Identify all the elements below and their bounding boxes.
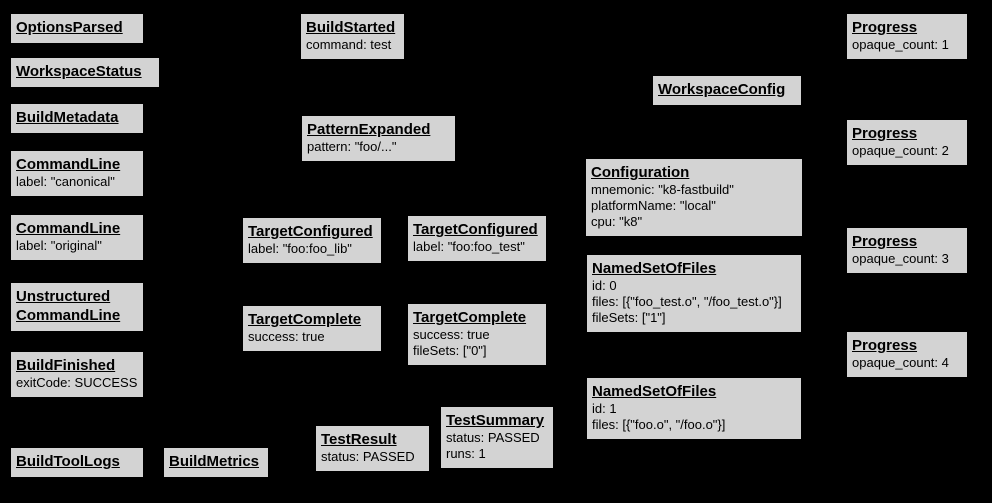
node-field: command: test [306,37,392,52]
node-title: CommandLine [16,307,121,324]
node-field: fileSets: ["0"] [413,343,487,358]
node-title: Progress [852,125,918,142]
node-title: TargetComplete [413,309,527,326]
node-title: BuildFinished [16,357,116,374]
node-field: success: true [413,327,490,342]
node-field: files: [{"foo.o", "/foo.o"}] [592,417,726,432]
node-field: runs: 1 [446,446,486,461]
node-title: Progress [852,233,918,250]
node-title: OptionsParsed [16,19,123,36]
node-field: files: [{"foo_test.o", "/foo_test.o"}] [592,294,782,309]
node-title: WorkspaceStatus [16,63,142,80]
node-title: BuildStarted [306,19,396,36]
node-build-metadata: BuildMetadata [10,103,144,134]
node-title: TargetComplete [248,311,362,328]
node-title: TestSummary [446,412,545,429]
node-title: CommandLine [16,220,121,237]
node-title: BuildMetadata [16,109,119,126]
node-field: opaque_count: 1 [852,37,949,52]
node-title: TestResult [321,431,397,448]
node-field: cpu: "k8" [591,214,643,229]
node-field: id: 0 [592,278,617,293]
node-field: opaque_count: 3 [852,251,949,266]
node-options-parsed: OptionsParsed [10,13,144,44]
node-field: mnemonic: "k8-fastbuild" [591,182,734,197]
node-title: NamedSetOfFiles [592,383,717,400]
node-field: opaque_count: 2 [852,143,949,158]
node-title: Unstructured [16,288,111,305]
node-title: CommandLine [16,156,121,173]
node-build-tool-logs: BuildToolLogs [10,447,144,478]
node-field: success: true [248,329,325,344]
node-workspace-status: WorkspaceStatus [10,57,160,88]
node-field: exitCode: SUCCESS [16,375,138,390]
node-workspace-config: WorkspaceConfig [652,75,802,106]
node-field: status: PASSED [446,430,540,445]
node-title: TargetConfigured [413,221,538,238]
node-title: Configuration [591,164,690,181]
node-title: BuildMetrics [169,453,260,470]
node-title: BuildToolLogs [16,453,120,470]
node-field: label: "foo:foo_test" [413,239,525,254]
node-title: TargetConfigured [248,223,373,240]
node-field: platformName: "local" [591,198,716,213]
node-field: status: PASSED [321,449,415,464]
node-build-metrics: BuildMetrics [163,447,269,478]
node-field: label: "canonical" [16,174,115,189]
node-field: label: "foo:foo_lib" [248,241,352,256]
node-field: label: "original" [16,238,102,253]
node-title: Progress [852,337,918,354]
node-title: WorkspaceConfig [658,81,786,98]
node-title: PatternExpanded [307,121,431,138]
node-title: Progress [852,19,918,36]
node-field: pattern: "foo/..." [307,139,397,154]
node-field: fileSets: ["1"] [592,310,666,325]
node-title: NamedSetOfFiles [592,260,717,277]
node-field: id: 1 [592,401,617,416]
node-field: opaque_count: 4 [852,355,949,370]
